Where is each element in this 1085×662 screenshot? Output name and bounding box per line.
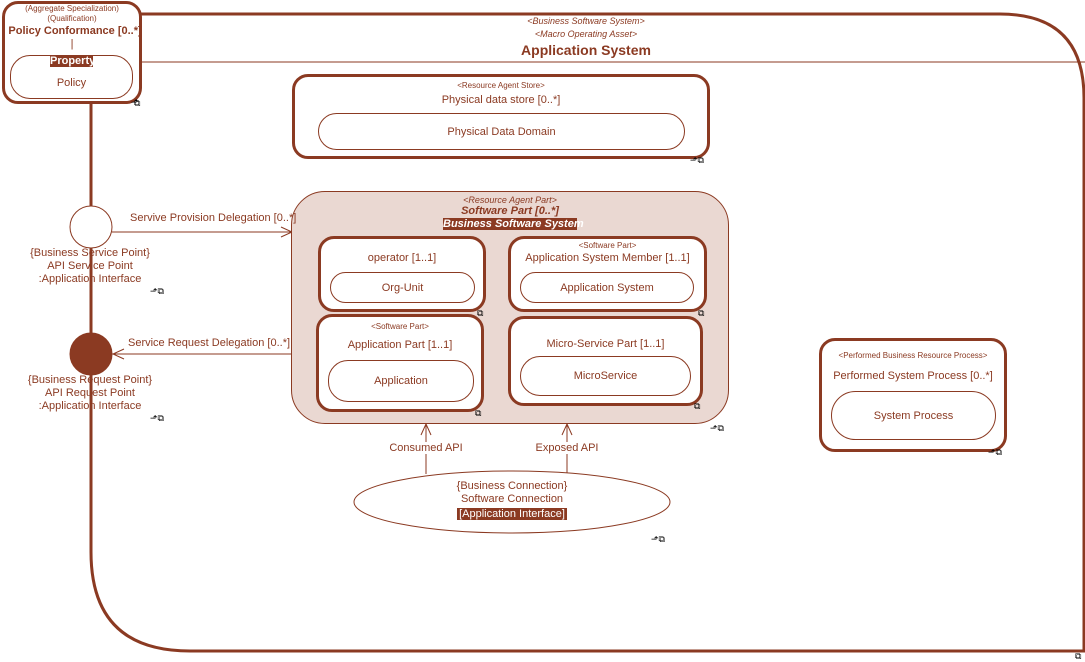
connection-type: [Application Interface] (457, 508, 567, 520)
request-point-type: :Application Interface (38, 400, 142, 412)
request-delegation-label: Service Request Delegation [0..*] (128, 337, 291, 349)
link-icon[interactable]: ⬏⧉ (690, 155, 704, 165)
exposed-api-label: Exposed API (530, 442, 604, 454)
software-part-type: Business Software System (443, 218, 584, 230)
service-delegation-label: Servive Provision Delegation [0..*] (130, 212, 297, 224)
policy-conformance-label: | Policy Conformance [0..*] (2, 25, 142, 37)
application-label: Application (374, 375, 428, 387)
service-point-type: :Application Interface (38, 273, 142, 285)
expand-icon[interactable]: ⧉ (475, 408, 482, 418)
link-icon[interactable]: ⬏⧉ (710, 423, 724, 433)
software-part-stereotype: <Resource Agent Part> (463, 195, 557, 205)
process-title: Performed System Process [0..*] (833, 370, 993, 382)
service-point-name: API Service Point (47, 260, 133, 272)
consumed-api-arrowhead (420, 422, 432, 436)
request-point-name: API Request Point (45, 387, 135, 399)
software-part-title: Software Part [0..*] (461, 205, 559, 217)
policy-inner-label: Policy (56, 77, 87, 89)
request-point-circle (69, 332, 113, 376)
request-delegation-arrowhead (111, 348, 125, 360)
app-member-stereotype: <Software Part> (578, 241, 637, 250)
data-domain-pill[interactable]: Physical Data Domain (318, 113, 685, 150)
expand-icon[interactable]: ⧉ (477, 308, 484, 318)
microservice-pill[interactable]: MicroService (520, 356, 691, 396)
system-stereotype-1: <Business Software System> (527, 16, 645, 26)
policy-stereotype-2: (Qualification) (47, 14, 97, 23)
expand-icon[interactable]: ⧉ (698, 308, 705, 318)
org-unit-label: Org-Unit (381, 281, 424, 294)
link-icon[interactable]: ⬏⧉ (150, 413, 164, 423)
connection-name: Software Connection (460, 493, 564, 505)
connection-ellipse (353, 470, 671, 534)
system-process-pill[interactable]: System Process (831, 391, 996, 440)
org-unit-pill[interactable]: Org-Unit (330, 272, 475, 303)
system-stereotype-2: <Macro Operating Asset> (534, 29, 638, 39)
app-system-label: Application System (560, 281, 654, 294)
link-icon[interactable]: ⬏ (131, 97, 139, 107)
system-frame (89, 12, 1085, 653)
exposed-api-arrowhead (561, 422, 573, 436)
policy-separator: | (70, 38, 74, 50)
property-tag: Property (50, 55, 96, 67)
request-point-stereotype: {Business Request Point} (27, 374, 153, 386)
connection-stereotype: {Business Connection} (456, 480, 568, 492)
system-title: Application System (521, 42, 651, 58)
app-member-title: Application System Member [1..1] (525, 252, 690, 264)
expand-icon[interactable]: ⧉ (694, 401, 701, 411)
service-point-stereotype: {Business Service Point} (30, 247, 150, 259)
operator-title: operator [1..1] (367, 252, 437, 264)
data-store-stereotype: <Resource Agent Store> (457, 81, 545, 90)
app-system-pill[interactable]: Application System (520, 272, 694, 303)
app-part-stereotype: <Software Part> (371, 322, 429, 331)
policy-stereotype-1: (Aggregate Specialization) (25, 4, 119, 13)
expand-icon[interactable]: ⧉ (1075, 651, 1082, 661)
consumed-api-label: Consumed API (386, 442, 466, 454)
app-part-title: Application Part [1..1] (347, 339, 453, 351)
process-stereotype: <Performed Business Resource Process> (838, 351, 988, 360)
link-icon[interactable]: ⬏⧉ (150, 286, 164, 296)
data-domain-label: Physical Data Domain (447, 125, 556, 138)
link-icon[interactable]: ⬏⧉ (651, 534, 665, 544)
system-process-label: System Process (873, 409, 954, 422)
data-store-title: Physical data store [0..*] (441, 94, 561, 106)
microservice-label: MicroService (573, 370, 638, 382)
micro-part-title: Micro-Service Part [1..1] (546, 338, 665, 350)
expand-icon[interactable]: ⧉ (134, 98, 141, 108)
service-point-circle (69, 205, 113, 249)
application-pill[interactable]: Application (328, 360, 474, 402)
link-icon[interactable]: ⬏⧉ (988, 447, 1002, 457)
